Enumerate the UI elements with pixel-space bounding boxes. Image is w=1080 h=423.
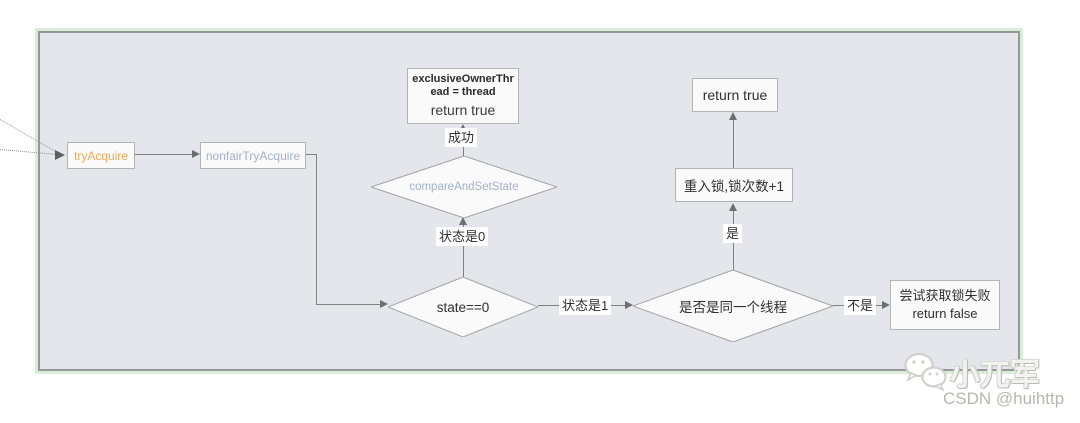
compare-and-set-state-label: compareAndSetState: [409, 181, 519, 193]
node-try-acquire-label: tryAcquire: [73, 148, 129, 163]
wechat-icon: [904, 352, 947, 392]
diamond-shape-icon: [388, 277, 538, 337]
arrowhead-icon: [459, 217, 467, 225]
arrowhead-icon: [380, 300, 388, 308]
edge-label-success: 成功: [445, 128, 478, 147]
watermark-csdn: CSDN @huihttp: [943, 389, 1065, 408]
dotted-arrowhead-icon: [55, 150, 65, 160]
connector-state0-up: [463, 224, 464, 277]
diamond-shape-icon: [633, 270, 833, 342]
watermark: 小兀军 CSDN @huihttp: [900, 346, 1070, 420]
exclusive-owner-line3: return true: [430, 102, 496, 118]
connector-nonfair-elbow-v: [316, 154, 317, 305]
exclusive-owner-line2: ead = thread: [430, 86, 496, 98]
arrowhead-icon: [882, 301, 890, 309]
node-reentrant-lock: 重入锁,锁次数+1: [675, 168, 793, 202]
node-exclusive-owner: exclusiveOwnerThr ead = thread return tr…: [407, 68, 519, 124]
node-state-check: state==0: [388, 277, 538, 337]
connector-nonfair-elbow-h2: [316, 304, 380, 305]
arrowhead-icon: [729, 112, 737, 120]
edge-label-state-is-1: 状态是1: [559, 296, 612, 315]
exclusive-owner-line1: exclusiveOwnerThr: [412, 73, 514, 85]
node-return-true: return true: [692, 78, 778, 112]
acquire-fail-line1: 尝试获取锁失败: [899, 288, 991, 303]
watermark-name: 小兀军: [950, 359, 1040, 392]
acquire-fail-line2: return false: [912, 306, 978, 321]
arrowhead-icon: [625, 301, 633, 309]
edge-label-state-is-0: 状态是0: [436, 227, 489, 246]
state-check-label: state==0: [436, 299, 490, 315]
node-same-thread-check: 是否是同一个线程: [633, 270, 833, 342]
node-nonfair-try-acquire: nonfairTryAcquire: [200, 142, 306, 169]
arrowhead-icon: [729, 203, 737, 211]
node-try-acquire: tryAcquire: [67, 142, 135, 169]
same-thread-check-label: 是否是同一个线程: [679, 300, 787, 315]
diamond-shape-icon: [371, 156, 557, 218]
reentrant-lock-label: 重入锁,锁次数+1: [683, 179, 785, 194]
connector-try-to-nonfair: [135, 154, 192, 155]
node-compare-and-set-state: compareAndSetState: [371, 156, 557, 218]
connector-nonfair-elbow-h1: [305, 154, 317, 155]
edge-label-yes: 是: [723, 224, 743, 243]
connector-reentrant-up: [733, 119, 734, 168]
arrowhead-icon: [192, 150, 200, 158]
node-acquire-fail: 尝试获取锁失败 return false: [890, 280, 1000, 330]
node-nonfair-label: nonfairTryAcquire: [205, 148, 301, 163]
return-true-label: return true: [702, 87, 768, 103]
edge-label-no: 不是: [844, 296, 877, 315]
